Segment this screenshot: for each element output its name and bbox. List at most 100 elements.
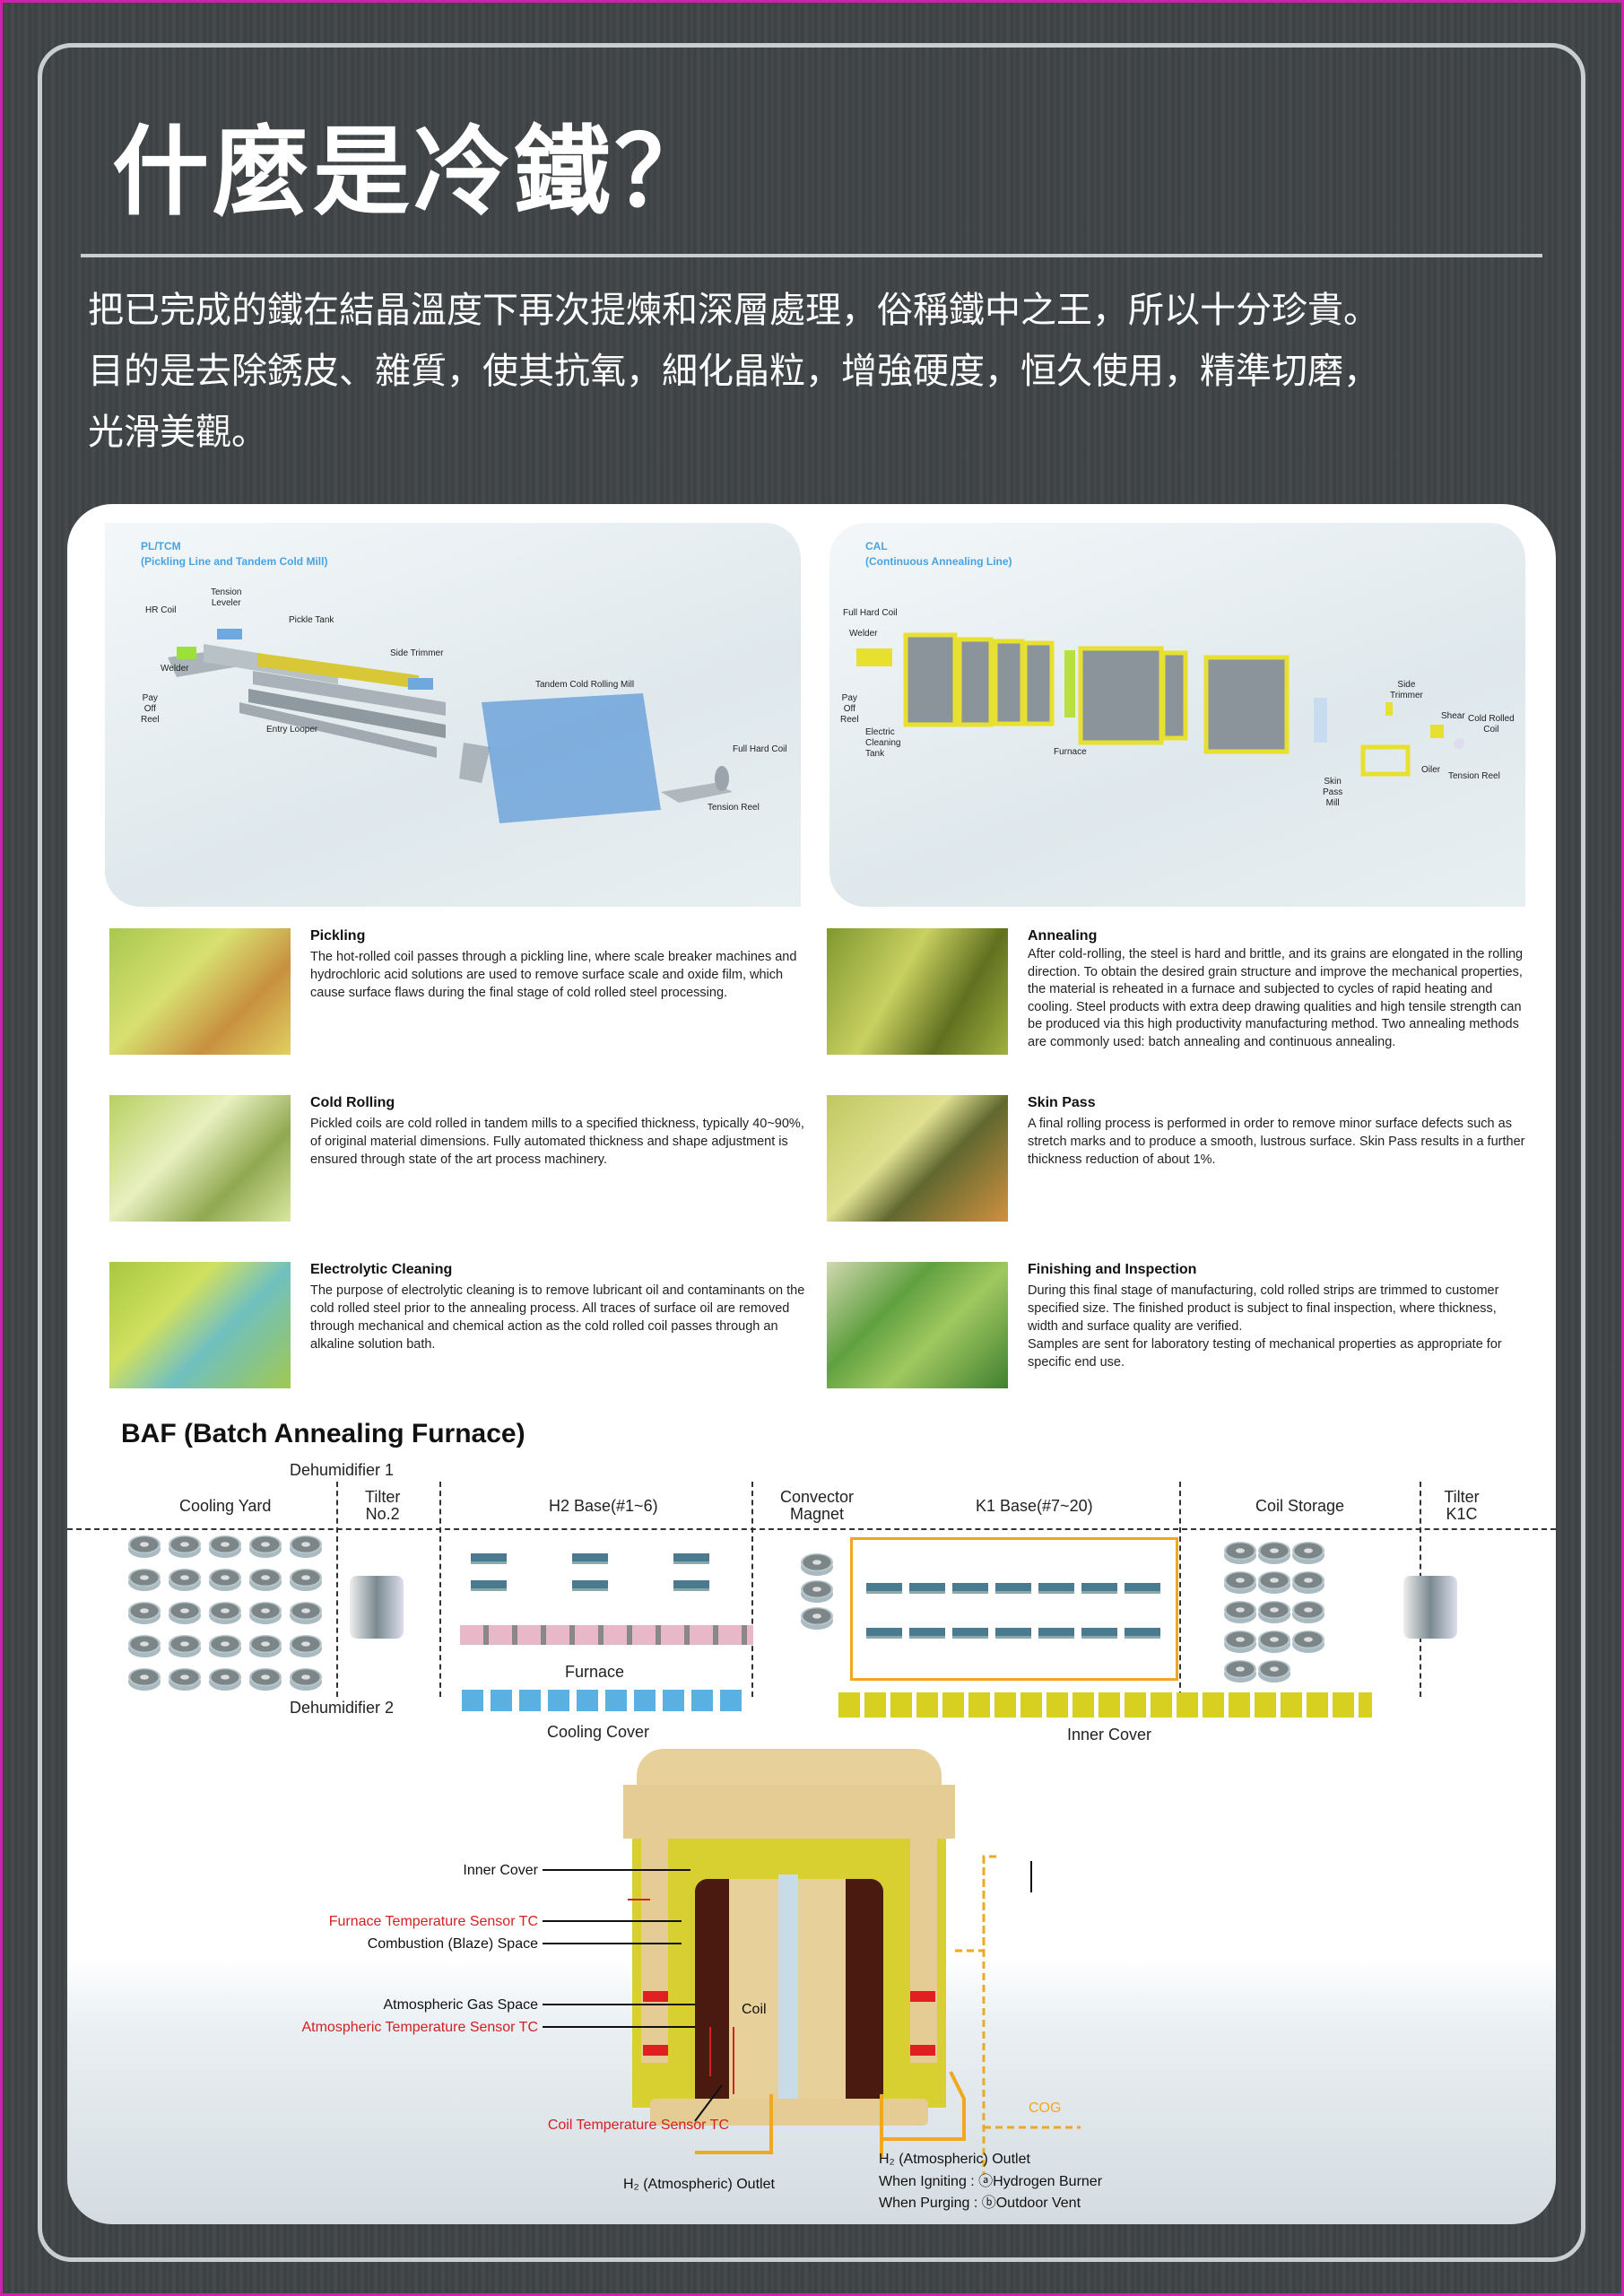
base-icon [1125,1583,1160,1594]
label-pickle-tank: Pickle Tank [289,615,334,625]
coil-icon [290,1569,322,1587]
content-panel: PL/TCM(Pickling Line and Tandem Cold Mil… [67,504,1556,2224]
intro-line: 光滑美觀。 [88,412,267,453]
coil-icon [290,1602,322,1620]
cal-title-line: CAL [865,540,888,552]
base-icon [952,1628,988,1639]
coil-icon [1224,1631,1256,1648]
label-furnace: Furnace [1054,747,1087,757]
process-card-cold-rolling: Cold Rolling Pickled coils are cold roll… [109,1095,818,1230]
base-icon [866,1583,902,1594]
label-pay-off-reel: Pay Off Reel [840,693,859,725]
pltcm-title: PL/TCM(Pickling Line and Tandem Cold Mil… [141,539,327,570]
base-icon [572,1553,608,1564]
intro-line: 目的是去除銹皮、雜質，使其抗氧，細化晶粒，增強硬度，恒久使用，精準切磨， [88,351,1379,392]
finishing-photo [827,1262,1008,1388]
coil-icon [249,1668,282,1686]
baf-header-divider [67,1528,1556,1530]
coil-icon [1224,1571,1256,1589]
coil-icon [249,1635,282,1653]
coil-icon [290,1535,322,1553]
base-icon [673,1553,709,1564]
cal-subtitle-line: (Continuous Annealing Line) [865,555,1012,568]
coil-icon [1292,1571,1324,1589]
coil-icon [128,1535,161,1553]
label-cooling-cover: Cooling Cover [547,1723,650,1741]
base-icon [952,1583,988,1594]
label-h2-base: H2 Base(#1~6) [549,1497,658,1515]
furnace-row [460,1625,753,1645]
base-icon [1081,1628,1117,1639]
process-card-pickling: Pickling The hot-rolled coil passes thro… [109,928,818,1063]
coil-icon [1258,1542,1290,1560]
label-oiler: Oiler [1421,765,1441,775]
coil-icon [1258,1601,1290,1619]
cal-illustration [856,632,1464,777]
process-card-electrolytic-cleaning: Electrolytic Cleaning The purpose of ele… [109,1262,818,1396]
process-title: Annealing [1028,928,1098,944]
k1-base-box [850,1537,1178,1681]
coil-icon [801,1607,833,1625]
coil-icon [128,1569,161,1587]
process-title: Finishing and Inspection [1028,1262,1197,1277]
label-dehumidifier-2: Dehumidifier 2 [290,1699,395,1717]
label-when-igniting: When Igniting : ⓐHydrogen Burner [879,2173,1103,2189]
page-title: 什麼是冷鐵？ [112,117,716,229]
coil-icon [128,1635,161,1653]
base-icon [572,1580,608,1591]
title-divider [81,254,1542,257]
label-when-purging: When Purging : ⓑOutdoor Vent [879,2195,1081,2211]
process-card-finishing: Finishing and Inspection During this fin… [827,1262,1535,1396]
coil-icon [1258,1660,1290,1678]
label-tension-reel: Tension Reel [1448,771,1500,781]
base-icon [995,1628,1031,1639]
label-shear: Shear [1441,711,1465,721]
zone-divider [439,1482,441,1697]
process-text: The purpose of electrolytic cleaning is … [310,1283,805,1352]
process-text: A final rolling process is performed in … [1028,1117,1525,1167]
coil-icon [249,1602,282,1620]
process-text: Pickled coils are cold rolled in tandem … [310,1117,804,1167]
base-icon [909,1583,945,1594]
label-full-hard-coil: Full Hard Coil [843,608,898,618]
base-icon [471,1553,507,1564]
label-entry-looper: Entry Looper [266,725,318,735]
label-coil-temp-sensor: Coil Temperature Sensor TC [548,2118,729,2133]
label-furnace: Furnace [565,1663,625,1681]
base-icon [1125,1628,1160,1639]
coil-icon [1292,1601,1324,1619]
label-cog: COG [1029,2100,1061,2116]
label-gas-space: Atmospheric Gas Space [383,1997,538,2013]
label-electric-cleaning-tank: Electric Cleaning Tank [865,727,901,759]
tilter-k1c-image [1403,1576,1457,1639]
skin-pass-photo [827,1095,1008,1222]
label-h2-outlet-left: H₂ (Atmospheric) Outlet [623,2177,775,2192]
coil-icon [128,1668,161,1686]
coil-icon [249,1569,282,1587]
coil-icon [801,1580,833,1598]
coil-icon [1224,1601,1256,1619]
label-skin-pass-mill: Skin Pass Mill [1323,777,1343,808]
process-title: Cold Rolling [310,1095,395,1110]
label-furnace-temp-sensor: Furnace Temperature Sensor TC [329,1914,538,1929]
label-convector-magnet: Convector Magnet [780,1488,855,1523]
baf-title: BAF (Batch Annealing Furnace) [121,1419,525,1448]
cold-rolling-photo [109,1095,291,1222]
coil-icon [1292,1542,1324,1560]
zone-divider [751,1482,753,1697]
coil-icon [169,1668,201,1686]
process-text: During this final stage of manufacturing… [1028,1283,1502,1370]
base-icon [1081,1583,1117,1594]
coil-icon [1258,1631,1290,1648]
label-combustion-space: Combustion (Blaze) Space [368,1936,538,1952]
label-full-hard-coil: Full Hard Coil [733,744,787,754]
base-icon [1038,1583,1074,1594]
label-coil: Coil [742,2002,767,2017]
label-tension-reel: Tension Reel [708,803,760,813]
coil-icon [209,1635,241,1653]
coil-icon [169,1635,201,1653]
label-cold-rolled-coil: Cold Rolled Coil [1468,714,1515,735]
label-tilter-k1c: Tilter K1C [1444,1488,1480,1523]
coil-icon [1292,1631,1324,1648]
process-text: After cold-rolling, the steel is hard an… [1028,947,1524,1049]
